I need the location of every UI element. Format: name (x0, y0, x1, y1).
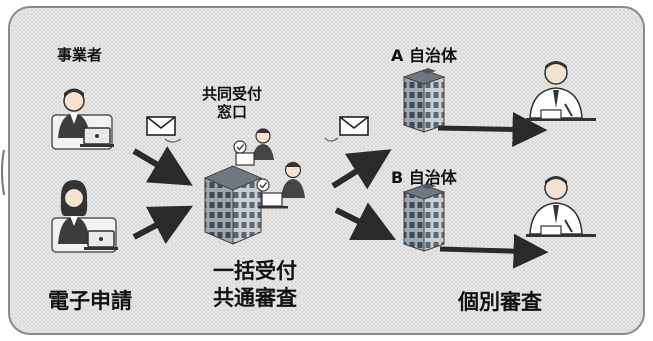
arrow-window-to-muni-a (331, 149, 392, 190)
arrow-applicant2-to-window (132, 205, 193, 244)
arrow-applicant1-to-window (132, 146, 193, 186)
label-batch-review: 一括受付 共通審査 (213, 259, 297, 310)
reviewer-b-icon (526, 176, 596, 237)
applicant-1-icon (51, 88, 114, 150)
applicant-2-icon (51, 180, 118, 253)
mail-icon-left (146, 116, 182, 143)
label-e-application: 電子申請 (48, 289, 132, 313)
label-applicants: 事業者 (57, 46, 103, 64)
mail-icon-right (324, 116, 369, 142)
label-municipality-b: B 自治体 (391, 168, 457, 187)
label-individual-review: 個別審査 (458, 290, 542, 314)
reviewer-a-icon (526, 61, 596, 121)
arrow-muni-b-to-reviewer (439, 233, 549, 269)
joint-office-building-icon (203, 165, 263, 245)
arrow-muni-a-to-reviewer (437, 111, 548, 147)
municipality-a-building-icon (402, 68, 446, 133)
label-joint-window: 共同受付 窓口 (201, 85, 262, 121)
office-staff-icons (233, 128, 305, 209)
municipality-b-building-icon (402, 183, 446, 252)
arrow-window-to-muni-b (334, 202, 397, 241)
left-edge-mark (1, 149, 5, 196)
diagram-frame (8, 6, 645, 335)
label-municipality-a: A 自治体 (391, 46, 457, 65)
